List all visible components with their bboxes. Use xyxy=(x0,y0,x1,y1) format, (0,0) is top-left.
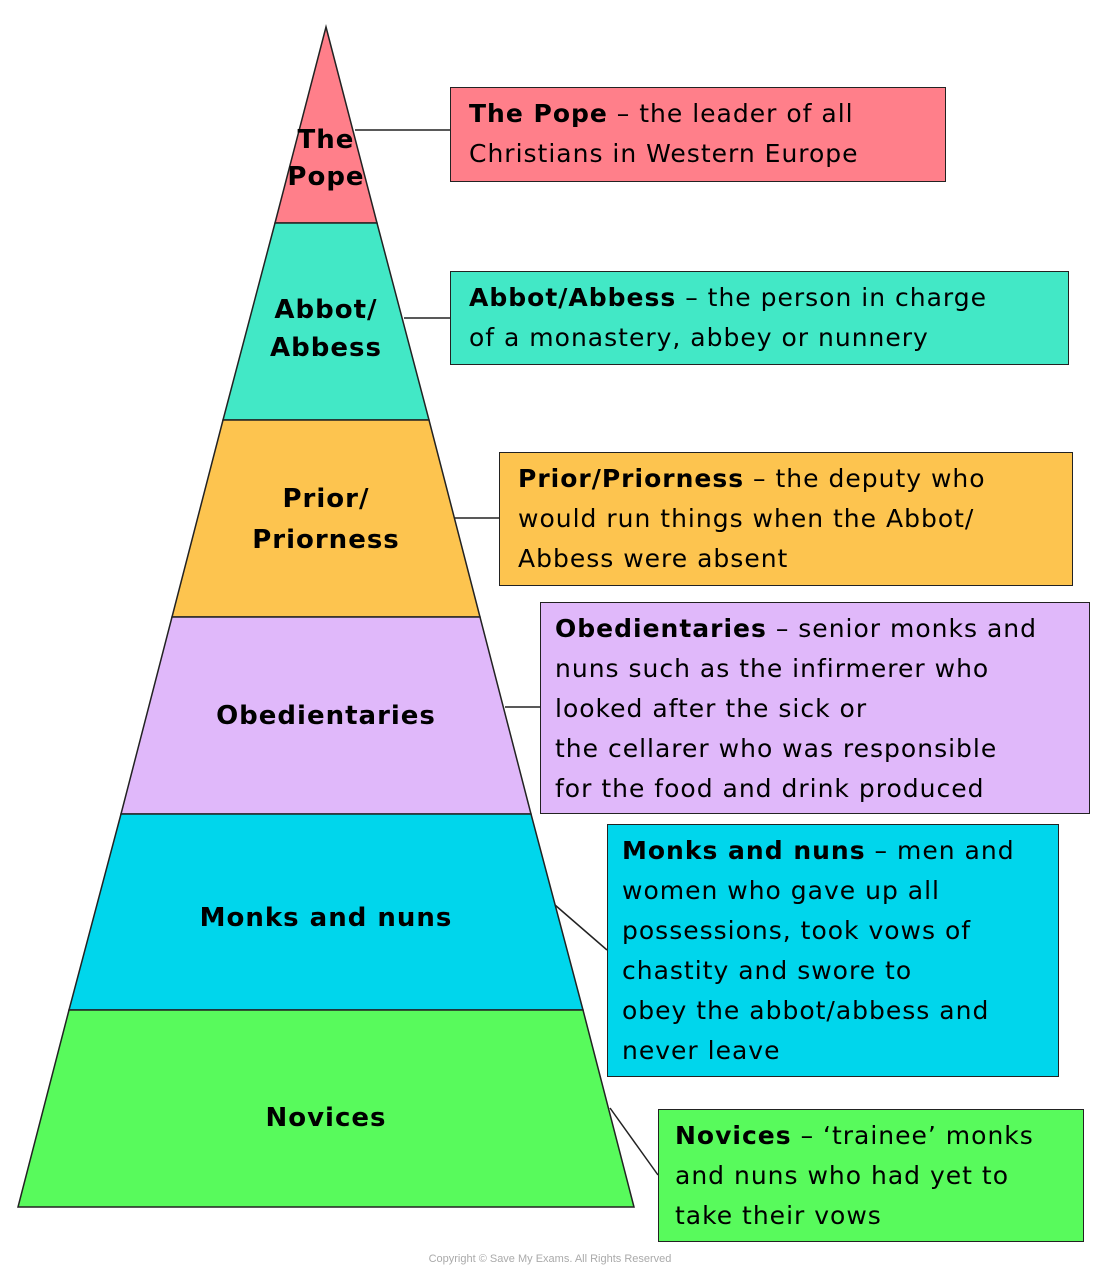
description: – the deputy who would run things when t… xyxy=(518,464,986,573)
description: – ‘trainee’ monks and nuns who had yet t… xyxy=(675,1121,1034,1230)
term: The Pope xyxy=(469,99,608,128)
pyramid-label-abbot-1: Abbot/ xyxy=(274,295,377,325)
description-box-abbot: Abbot/Abbess – the person in charge of a… xyxy=(450,271,1069,365)
pyramid-label-novices: Novices xyxy=(265,1103,386,1133)
description-box-prior: Prior/Priorness – the deputy who would r… xyxy=(499,452,1073,586)
description-box-novices: Novices – ‘trainee’ monks and nuns who h… xyxy=(658,1109,1084,1242)
connector-monks xyxy=(554,904,608,951)
description: – the leader of all Christians in Wester… xyxy=(469,99,859,168)
pyramid-label-abbot-2: Abbess xyxy=(270,333,382,363)
layer-novices xyxy=(17,1009,635,1208)
description-box-monks: Monks and nuns – men and women who gave … xyxy=(607,824,1059,1077)
pyramid-label-pope-1: The xyxy=(298,125,355,155)
description: – the person in charge of a monastery, a… xyxy=(469,283,988,352)
pyramid-label-prior-1: Prior/ xyxy=(283,484,370,514)
connector-novices xyxy=(609,1107,659,1176)
pyramid-label-pope-2: Pope xyxy=(287,162,364,192)
copyright-text: Copyright © Save My Exams. All Rights Re… xyxy=(428,1253,672,1265)
term: Obedientaries xyxy=(555,614,767,643)
term: Monks and nuns xyxy=(622,836,866,865)
term: Abbot/Abbess xyxy=(469,283,677,312)
description-box-pope: The Pope – the leader of all Christians … xyxy=(450,87,946,182)
term: Novices xyxy=(675,1121,792,1150)
layer-prior xyxy=(171,419,481,618)
term: Prior/Priorness xyxy=(518,464,745,493)
description: – men and women who gave up all possessi… xyxy=(622,836,1015,1065)
pyramid-label-obedientaries: Obedientaries xyxy=(216,701,436,731)
description-box-obedientaries: Obedientaries – senior monks and nuns su… xyxy=(540,602,1090,814)
pyramid-label-monks: Monks and nuns xyxy=(200,903,453,933)
description: – senior monks and nuns such as the infi… xyxy=(555,614,1037,803)
pyramid-label-prior-2: Priorness xyxy=(252,525,400,555)
